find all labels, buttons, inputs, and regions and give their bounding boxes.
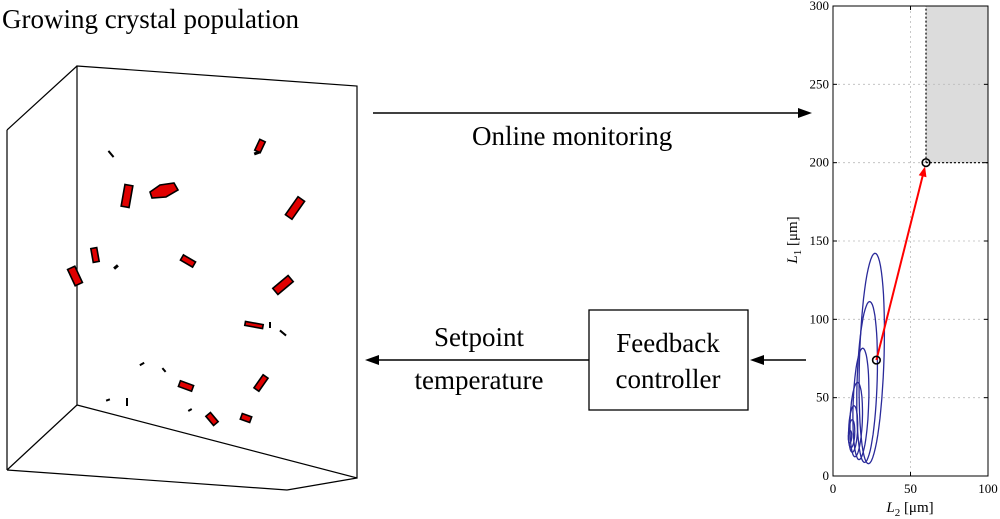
trajectory-arrowhead <box>918 166 927 178</box>
contour-line <box>847 419 856 449</box>
x-axis-label: L2 [μm] <box>885 500 933 519</box>
y-tick-label: 150 <box>810 233 830 248</box>
crystal-speck <box>279 329 287 337</box>
crystal-speck <box>139 361 145 367</box>
monitoring-label: Online monitoring <box>472 121 672 151</box>
crystal-speck <box>253 150 261 156</box>
measurement-arrow <box>750 355 806 365</box>
crystal <box>243 320 265 330</box>
crystal-speck <box>161 367 167 373</box>
target-point-marker <box>921 158 931 168</box>
x-tick-label: 0 <box>830 481 837 496</box>
crystal-speck <box>113 264 119 270</box>
crystal <box>252 373 270 393</box>
setpoint-label-line2: temperature <box>415 365 544 395</box>
crystal <box>179 253 197 269</box>
setpoint-arrow <box>365 355 589 365</box>
crystal-population <box>66 138 306 427</box>
y-tick-label: 300 <box>810 0 830 13</box>
contour-line <box>852 347 870 461</box>
y-tick-label: 250 <box>810 76 830 91</box>
contour-line <box>847 429 853 444</box>
crystal <box>271 274 295 296</box>
contour-line <box>856 300 879 464</box>
crystal <box>204 411 220 427</box>
x-tick-label: 50 <box>904 481 917 496</box>
contour-line <box>858 252 886 465</box>
crystallizer-box <box>6 65 358 491</box>
crystal-speck <box>269 322 271 328</box>
size-distribution-plot: 0 50 100 0 50 100 150 200 250 300 L2 [μm] L1 [μm] <box>785 0 998 519</box>
crystal-speck <box>107 150 115 158</box>
y-tick-label: 50 <box>816 390 829 405</box>
crystal <box>89 246 101 264</box>
trajectory-line <box>875 174 925 361</box>
distribution-contours <box>847 252 886 465</box>
plot-ticks: 0 50 100 0 50 100 150 200 250 300 <box>810 0 998 496</box>
y-tick-label: 100 <box>810 311 830 326</box>
crystal <box>177 379 195 393</box>
controller-label-line2: controller <box>616 364 721 394</box>
crystal <box>149 182 180 199</box>
control-trajectory <box>871 158 931 365</box>
x-tick-label: 100 <box>978 481 998 496</box>
monitoring-arrow <box>373 108 812 118</box>
contour-line <box>847 405 859 453</box>
crystal <box>253 138 267 154</box>
crystal-speck <box>126 398 128 406</box>
crystal-speck <box>187 408 193 412</box>
crystal <box>239 412 253 424</box>
y-axis-label: L1 [μm] <box>785 216 804 264</box>
crystal <box>120 183 134 209</box>
y-tick-label: 0 <box>823 468 830 483</box>
y-tick-label: 200 <box>810 155 830 170</box>
target-region <box>926 6 988 163</box>
contour-line <box>849 381 864 458</box>
feedback-controller-box <box>588 309 749 411</box>
crystal <box>284 195 306 221</box>
controller-label-line1: Feedback <box>616 328 720 358</box>
crystal <box>66 265 84 287</box>
setpoint-label-line1: Setpoint <box>434 322 525 352</box>
diagram-title: Growing crystal population <box>2 4 299 34</box>
start-point-marker <box>871 355 882 365</box>
crystal-speck <box>105 398 111 402</box>
